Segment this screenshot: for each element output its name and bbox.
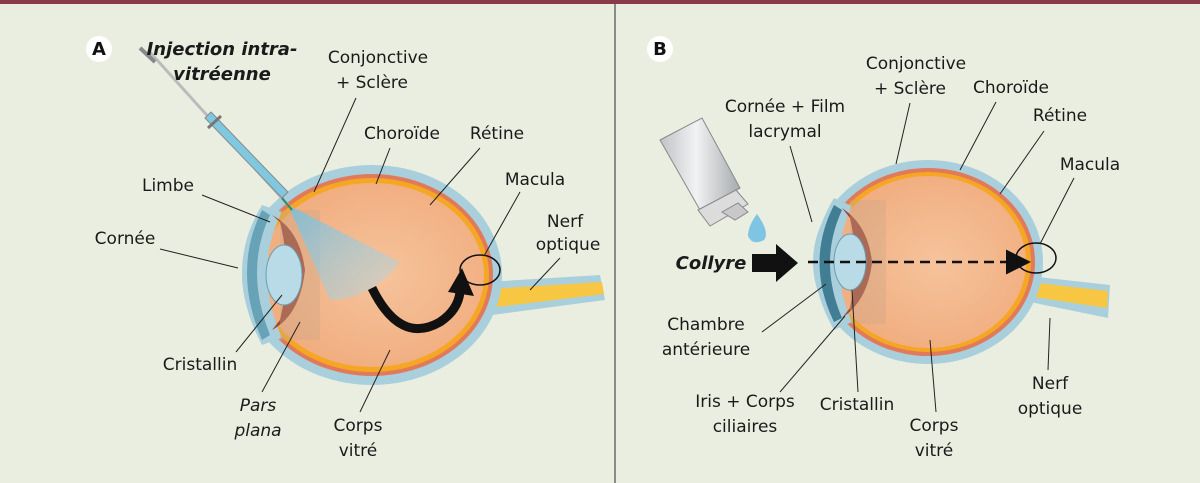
label-nerf-b-1: Nerf bbox=[1032, 374, 1069, 394]
label-cornee-film-2: lacrymal bbox=[748, 122, 821, 142]
big-arrow-icon bbox=[752, 244, 798, 282]
label-conjonctive-a-2: + Sclère bbox=[336, 73, 408, 93]
optic-nerve bbox=[472, 282, 604, 310]
label-corps-vitre-b-2: vitré bbox=[915, 441, 954, 461]
panel-b-letter: B bbox=[653, 39, 667, 60]
anterior-chamber-b bbox=[819, 205, 842, 322]
label-cornee-film-1: Cornée + Film bbox=[725, 97, 845, 117]
label-conjonctive-b-2: + Sclère bbox=[874, 79, 946, 99]
optic-nerve-b bbox=[1020, 281, 1108, 308]
macula-circle bbox=[459, 254, 501, 286]
injection-title-1: Injection intra- bbox=[147, 39, 298, 60]
label-choroide-a: Choroïde bbox=[364, 124, 440, 144]
syringe-icon bbox=[138, 46, 293, 211]
macula-circle-b bbox=[1015, 242, 1057, 274]
label-cristallin-a: Cristallin bbox=[163, 355, 237, 375]
label-retine-b: Rétine bbox=[1033, 106, 1087, 126]
label-choroide-b: Choroïde bbox=[973, 78, 1049, 98]
label-chambre-1: Chambre bbox=[667, 315, 745, 335]
label-iris-corps-1: Iris + Corps bbox=[695, 392, 795, 412]
panel-a: A Injection intra- bbox=[86, 36, 605, 461]
drop-icon bbox=[748, 214, 766, 243]
panel-b: B Collyre Conjonctive + Sclère Choroïde bbox=[647, 36, 1120, 461]
label-conjonctive-a-1: Conjonctive bbox=[328, 48, 428, 68]
label-macula-b: Macula bbox=[1060, 155, 1120, 175]
label-corps-vitre-b-1: Corps bbox=[910, 416, 959, 436]
label-nerf-b-2: optique bbox=[1018, 399, 1083, 419]
curved-arrow-icon bbox=[367, 268, 474, 334]
label-nerf-a-2: optique bbox=[536, 235, 601, 255]
panel-b-badge bbox=[647, 36, 673, 62]
panel-divider bbox=[614, 4, 616, 483]
label-pars-plana-2: plana bbox=[233, 421, 281, 441]
label-corps-vitre-a-1: Corps bbox=[334, 416, 383, 436]
lens bbox=[265, 244, 303, 306]
label-nerf-a-1: Nerf bbox=[547, 212, 584, 232]
label-corps-vitre-a-2: vitré bbox=[339, 441, 378, 461]
anterior-chamber bbox=[247, 210, 270, 340]
label-cornee-a: Cornée bbox=[95, 229, 156, 249]
eye-drop-bottle-icon bbox=[659, 117, 749, 227]
label-chambre-2: antérieure bbox=[662, 340, 750, 360]
label-iris-corps-2: ciliaires bbox=[713, 417, 778, 437]
injection-title-2: vitréenne bbox=[173, 64, 271, 85]
top-bar bbox=[0, 0, 1200, 4]
injection-spread bbox=[288, 205, 400, 300]
panel-a-letter: A bbox=[92, 39, 106, 60]
label-retine-a: Rétine bbox=[470, 124, 524, 144]
label-limbe: Limbe bbox=[142, 176, 194, 196]
collyre-title: Collyre bbox=[676, 253, 747, 274]
label-conjonctive-b-1: Conjonctive bbox=[866, 54, 966, 74]
label-macula-a: Macula bbox=[505, 170, 565, 190]
panel-a-badge bbox=[86, 36, 112, 62]
label-cristallin-b: Cristallin bbox=[820, 395, 894, 415]
label-pars-plana-1: Pars bbox=[240, 396, 277, 416]
